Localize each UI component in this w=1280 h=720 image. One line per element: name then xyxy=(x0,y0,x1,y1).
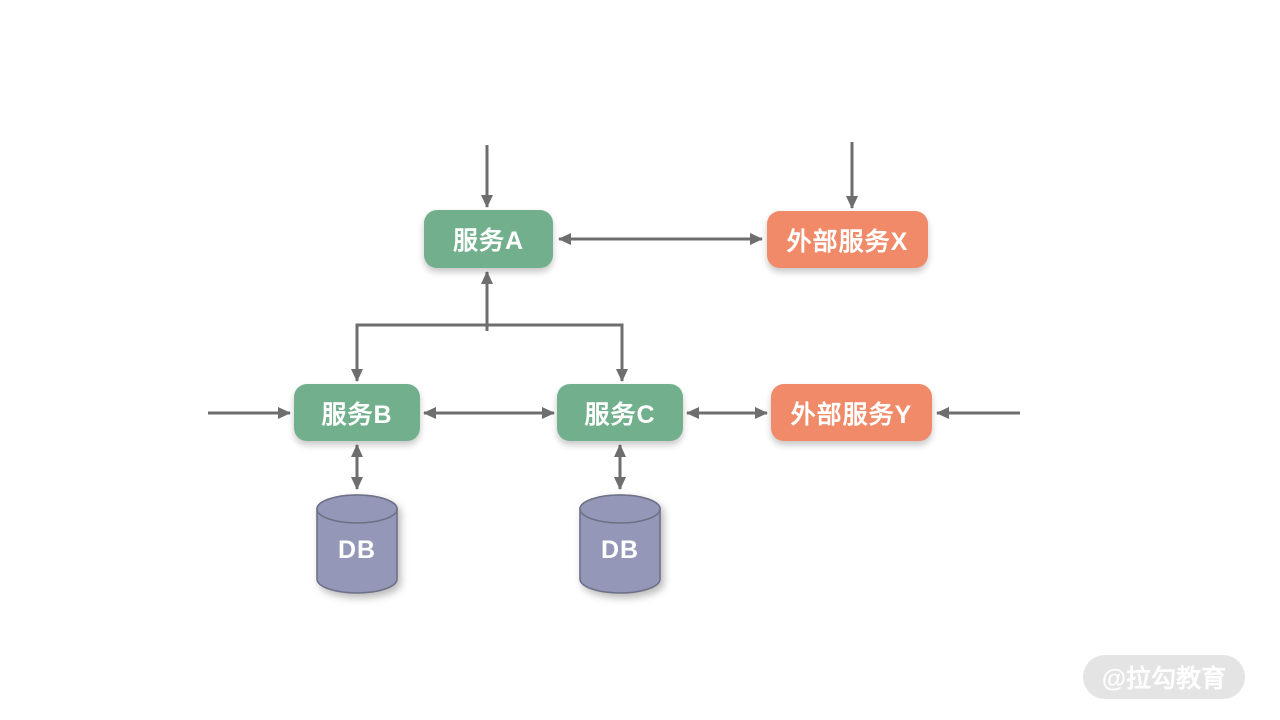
node-service-b: 服务B xyxy=(294,384,420,441)
database-cylinder-icon xyxy=(316,494,398,594)
node-external-service-y-label: 外部服务Y xyxy=(790,400,913,429)
node-db-left: DB xyxy=(315,492,399,596)
node-service-c-label: 服务C xyxy=(584,400,656,429)
node-service-a: 服务A xyxy=(424,210,553,268)
node-db-left-label: DB xyxy=(337,536,377,564)
node-db-right-label: DB xyxy=(600,536,640,564)
database-cylinder-icon xyxy=(579,494,661,594)
node-service-c: 服务C xyxy=(557,384,683,441)
node-external-service-x: 外部服务X xyxy=(767,211,928,268)
node-external-service-x-label: 外部服务X xyxy=(786,227,909,256)
edge-branch-to-service-b-and-c xyxy=(351,323,628,382)
node-db-right: DB xyxy=(578,492,662,596)
watermark-badge: @拉勾教育 xyxy=(1083,655,1245,699)
node-external-service-y: 外部服务Y xyxy=(771,384,932,441)
node-service-b-label: 服务B xyxy=(321,400,393,429)
node-service-a-label: 服务A xyxy=(452,227,525,255)
